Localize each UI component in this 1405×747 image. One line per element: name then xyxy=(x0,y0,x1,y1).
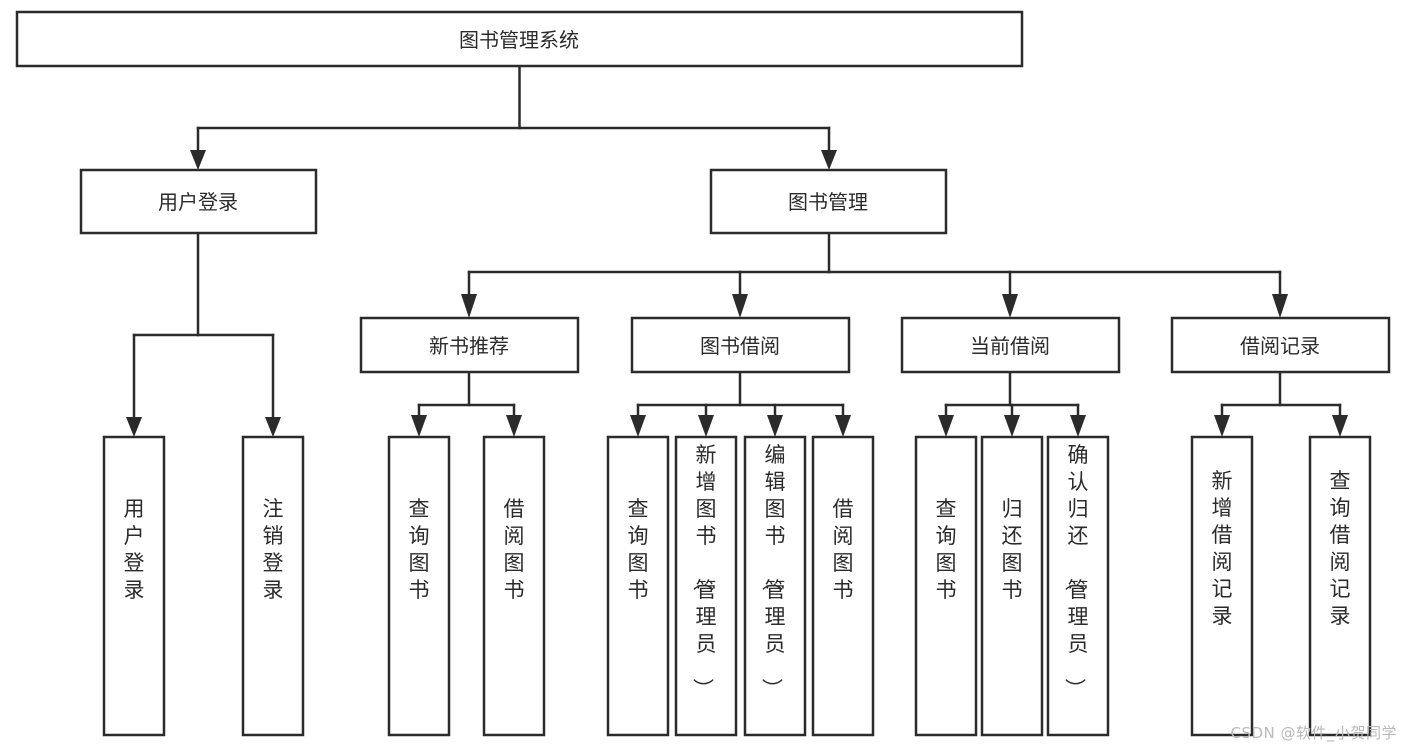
node-book-manage[interactable]: 图书管理 xyxy=(709,168,948,235)
node-root[interactable]: 图书管理系统 xyxy=(15,10,1024,68)
arrow-head-book-manage xyxy=(821,150,837,170)
node-leaf-query-book-2[interactable]: 查询图书 xyxy=(606,435,670,737)
node-leaf-query-book-1-box xyxy=(387,435,451,737)
node-leaf-add-record-label: 新增借阅记录 xyxy=(1212,469,1233,628)
node-leaf-confirm-return-box xyxy=(1046,435,1110,737)
node-leaf-borrow-book-2[interactable]: 借阅图书 xyxy=(811,435,875,737)
node-leaf-edit-book-label: 编辑图书（管理员） xyxy=(760,443,786,699)
node-leaf-return-book[interactable]: 归还图书 xyxy=(980,435,1044,737)
node-leaf-add-book-label: 新增图书（管理员） xyxy=(691,443,717,699)
arrow-head-borrow-record xyxy=(1272,294,1288,318)
node-leaf-logout-login-box xyxy=(241,435,305,737)
node-leaf-query-book-1-label: 查询图书 xyxy=(409,497,430,602)
node-leaf-borrow-book-2-box xyxy=(811,435,875,737)
csdn-watermark: CSDN @软件_小贺同学 xyxy=(1230,724,1397,742)
node-book-borrow-box xyxy=(630,316,851,374)
arrow-head-borrow-book-2 xyxy=(835,415,851,437)
node-root-box xyxy=(15,10,1024,68)
node-leaf-user-login[interactable]: 用户登录 xyxy=(102,435,166,737)
node-leaf-query-book-2-box xyxy=(606,435,670,737)
arrow-head-query-record xyxy=(1332,415,1348,437)
arrow-head-return-book xyxy=(1004,415,1020,437)
arrow-head-edit-book xyxy=(767,415,783,437)
node-book-borrow[interactable]: 图书借阅 xyxy=(630,316,851,374)
arrow-head-query-book-1 xyxy=(411,415,427,437)
node-book-manage-box xyxy=(709,168,948,235)
node-leaf-query-book-3-label: 查询图书 xyxy=(936,497,957,602)
arrow-head-query-book-2 xyxy=(630,415,646,437)
arrow-head-add-record xyxy=(1214,415,1230,437)
node-leaf-edit-book-box xyxy=(743,435,807,737)
node-leaf-confirm-return[interactable]: 确认归还（管理员） xyxy=(1046,435,1110,737)
node-leaf-edit-book[interactable]: 编辑图书（管理员） xyxy=(743,435,807,737)
node-leaf-return-book-label: 归还图书 xyxy=(1002,497,1023,602)
node-leaf-query-record-box xyxy=(1308,435,1372,737)
arrow-head-query-book-3 xyxy=(938,415,954,437)
arrow-head-leaf-logout-login xyxy=(265,417,281,437)
arrow-head-confirm-return xyxy=(1070,415,1086,437)
node-leaf-add-book[interactable]: 新增图书（管理员） xyxy=(674,435,738,737)
node-user-login[interactable]: 用户登录 xyxy=(79,168,318,235)
node-leaf-query-book-3-box xyxy=(914,435,978,737)
node-leaf-add-book-box xyxy=(674,435,738,737)
node-leaf-logout-login[interactable]: 注销登录 xyxy=(241,435,305,737)
node-user-login-label: 用户登录 xyxy=(158,190,238,214)
node-new-book-rec-label: 新书推荐 xyxy=(429,334,509,358)
arrow-head-current-borrow xyxy=(1002,294,1018,318)
arrow-head-new-book-rec xyxy=(461,294,477,318)
arrow-head-book-borrow xyxy=(732,294,748,318)
node-new-book-rec[interactable]: 新书推荐 xyxy=(359,316,580,374)
node-user-login-box xyxy=(79,168,318,235)
node-book-borrow-label: 图书借阅 xyxy=(700,334,780,358)
arrow-head-user-login xyxy=(190,150,206,170)
arrow-head-leaf-user-login xyxy=(126,417,142,437)
node-leaf-return-book-box xyxy=(980,435,1044,737)
node-leaf-query-record-label: 查询借阅记录 xyxy=(1330,469,1351,628)
node-root-label: 图书管理系统 xyxy=(459,28,579,52)
node-leaf-query-book-2-label: 查询图书 xyxy=(628,497,649,602)
node-leaf-borrow-book-1-box xyxy=(482,435,546,737)
node-leaf-query-book-3[interactable]: 查询图书 xyxy=(914,435,978,737)
node-book-manage-label: 图书管理 xyxy=(788,190,868,214)
node-leaf-user-login-label: 用户登录 xyxy=(124,497,145,602)
node-leaf-borrow-book-1[interactable]: 借阅图书 xyxy=(482,435,546,737)
node-current-borrow[interactable]: 当前借阅 xyxy=(900,316,1121,374)
node-leaf-confirm-return-label: 确认归还（管理员） xyxy=(1063,443,1089,699)
node-leaf-borrow-book-1-label: 借阅图书 xyxy=(504,497,525,602)
node-leaf-logout-login-label: 注销登录 xyxy=(263,497,284,602)
node-borrow-record-label: 借阅记录 xyxy=(1240,334,1320,358)
node-leaf-add-record[interactable]: 新增借阅记录 xyxy=(1190,435,1254,737)
node-new-book-rec-box xyxy=(359,316,580,374)
node-leaf-borrow-book-2-label: 借阅图书 xyxy=(833,497,854,602)
arrow-head-add-book xyxy=(698,415,714,437)
arrow-head-borrow-book-1 xyxy=(506,415,522,437)
node-leaf-add-record-box xyxy=(1190,435,1254,737)
node-current-borrow-label: 当前借阅 xyxy=(970,334,1050,358)
node-borrow-record[interactable]: 借阅记录 xyxy=(1170,316,1391,374)
node-borrow-record-box xyxy=(1170,316,1391,374)
node-leaf-user-login-box xyxy=(102,435,166,737)
node-leaf-query-book-1[interactable]: 查询图书 xyxy=(387,435,451,737)
connector-group xyxy=(126,64,1348,437)
node-current-borrow-box xyxy=(900,316,1121,374)
node-leaf-query-record[interactable]: 查询借阅记录 xyxy=(1308,435,1372,737)
